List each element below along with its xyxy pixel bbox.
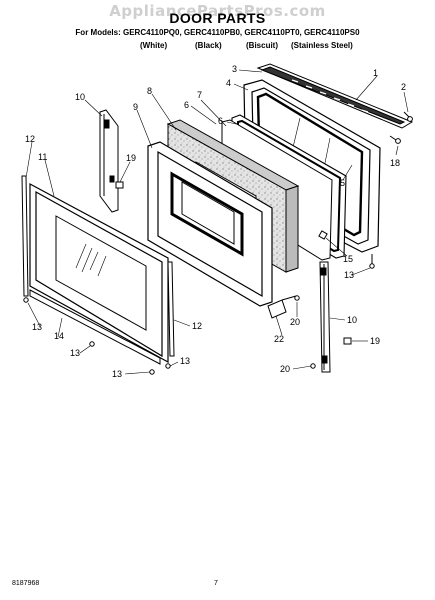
- part-9-door-panel: [147, 141, 273, 307]
- callout-14: 14: [54, 331, 64, 341]
- callout-5: 5: [340, 178, 345, 188]
- callout-7: 7: [197, 90, 202, 100]
- part-15-hinge-slot: [318, 230, 328, 240]
- part-20-screw-lower: [310, 363, 316, 369]
- callout-22: 22: [274, 334, 284, 344]
- part-20-screw-upper: [294, 295, 300, 301]
- part-12-trim-left: [21, 175, 29, 297]
- callout-20a: 20: [290, 317, 300, 327]
- part-2-screw: [403, 111, 413, 122]
- variant-white: (White): [140, 41, 168, 50]
- callout-2: 2: [401, 82, 406, 92]
- watermark: AppliancePartsPros.com: [109, 2, 326, 20]
- callout-18: 18: [390, 158, 400, 168]
- callout-1: 1: [373, 68, 378, 78]
- callout-12a: 12: [25, 134, 35, 144]
- callout-labels: 1 2 3 4 5 6 6 7 8 9 10 10 11 12 12 13 13…: [25, 64, 406, 379]
- page-title: DOOR PARTS: [169, 10, 266, 26]
- callout-10a: 10: [75, 92, 85, 102]
- part-10-hinge-left: [99, 109, 119, 213]
- part-18-screw: [389, 135, 401, 144]
- model-list: For Models: GERC4110PQ0, GERC4110PB0, GE…: [75, 28, 360, 37]
- callout-19b: 19: [370, 336, 380, 346]
- part-19-clip-left: [115, 181, 124, 189]
- callout-9: 9: [133, 102, 138, 112]
- callout-13c: 13: [112, 369, 122, 379]
- callout-13b: 13: [70, 348, 80, 358]
- page-number: 7: [214, 580, 218, 587]
- callout-10b: 10: [347, 315, 357, 325]
- leader-lines: [25, 69, 409, 375]
- callout-11: 11: [38, 152, 47, 162]
- callout-6a: 6: [184, 100, 189, 110]
- callout-8: 8: [147, 86, 152, 96]
- callout-20b: 20: [280, 364, 290, 374]
- callout-6b: 6: [218, 116, 223, 126]
- variant-stainless: (Stainless Steel): [291, 41, 353, 50]
- part-1-top-vent: [256, 63, 414, 129]
- part-13-screws-lower: [23, 297, 171, 375]
- part-10-hinge-right: [319, 261, 331, 373]
- callout-13e: 13: [344, 270, 354, 280]
- callout-19a: 19: [126, 153, 136, 163]
- callout-12b: 12: [192, 321, 202, 331]
- callout-4: 4: [226, 78, 231, 88]
- part-12-trim-right: [167, 261, 175, 357]
- part-13-screw-right: [369, 254, 375, 269]
- document-number: 8187968: [12, 580, 40, 587]
- part-14-bottom-trim: [29, 289, 161, 365]
- variant-black: (Black): [195, 41, 222, 50]
- callout-15: 15: [343, 254, 353, 264]
- part-22-hinge-bracket: [267, 295, 297, 319]
- part-11-outer-door: [29, 182, 169, 364]
- variant-biscuit: (Biscuit): [246, 41, 278, 50]
- callout-13d: 13: [180, 356, 190, 366]
- part-19-clip-right: [343, 337, 352, 345]
- callout-3: 3: [232, 64, 237, 74]
- callout-13a: 13: [32, 322, 42, 332]
